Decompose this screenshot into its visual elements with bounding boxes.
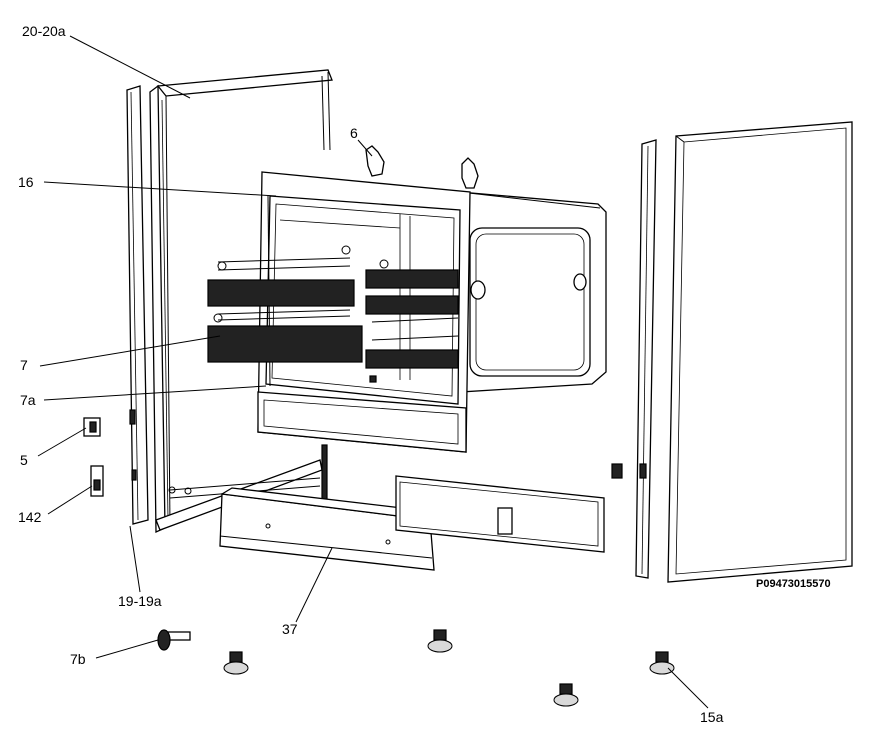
part-code-label: P09473015570 [756, 578, 831, 590]
callout-5: 5 [20, 452, 28, 468]
callout-15a: 15a [700, 709, 724, 725]
anti-tilt-bolt-part [157, 629, 191, 651]
callout-16: 16 [18, 174, 34, 190]
adjustable-feet-part [223, 629, 675, 707]
callout-19-19a: 19-19a [118, 593, 162, 609]
leader-lines [37, 35, 709, 709]
shelf-runner-part [207, 245, 459, 369]
callout-20-20a: 20-20a [22, 23, 66, 39]
rear-plinth-part [395, 463, 623, 553]
callout-142: 142 [18, 509, 42, 525]
callout-7a: 7a [20, 392, 36, 408]
bracket-part [365, 145, 479, 189]
oven-cavity-part [257, 171, 607, 453]
callout-37: 37 [282, 621, 298, 637]
callout-7b: 7b [70, 651, 86, 667]
callout-6: 6 [350, 125, 358, 141]
hinge-part [83, 417, 101, 437]
left-side-strip-part [126, 85, 149, 525]
small-bracket-part [90, 465, 104, 497]
right-side-panel-part [667, 121, 853, 583]
callout-7: 7 [20, 357, 28, 373]
right-side-strip-part [635, 139, 657, 579]
kick-plate-part [219, 487, 438, 571]
